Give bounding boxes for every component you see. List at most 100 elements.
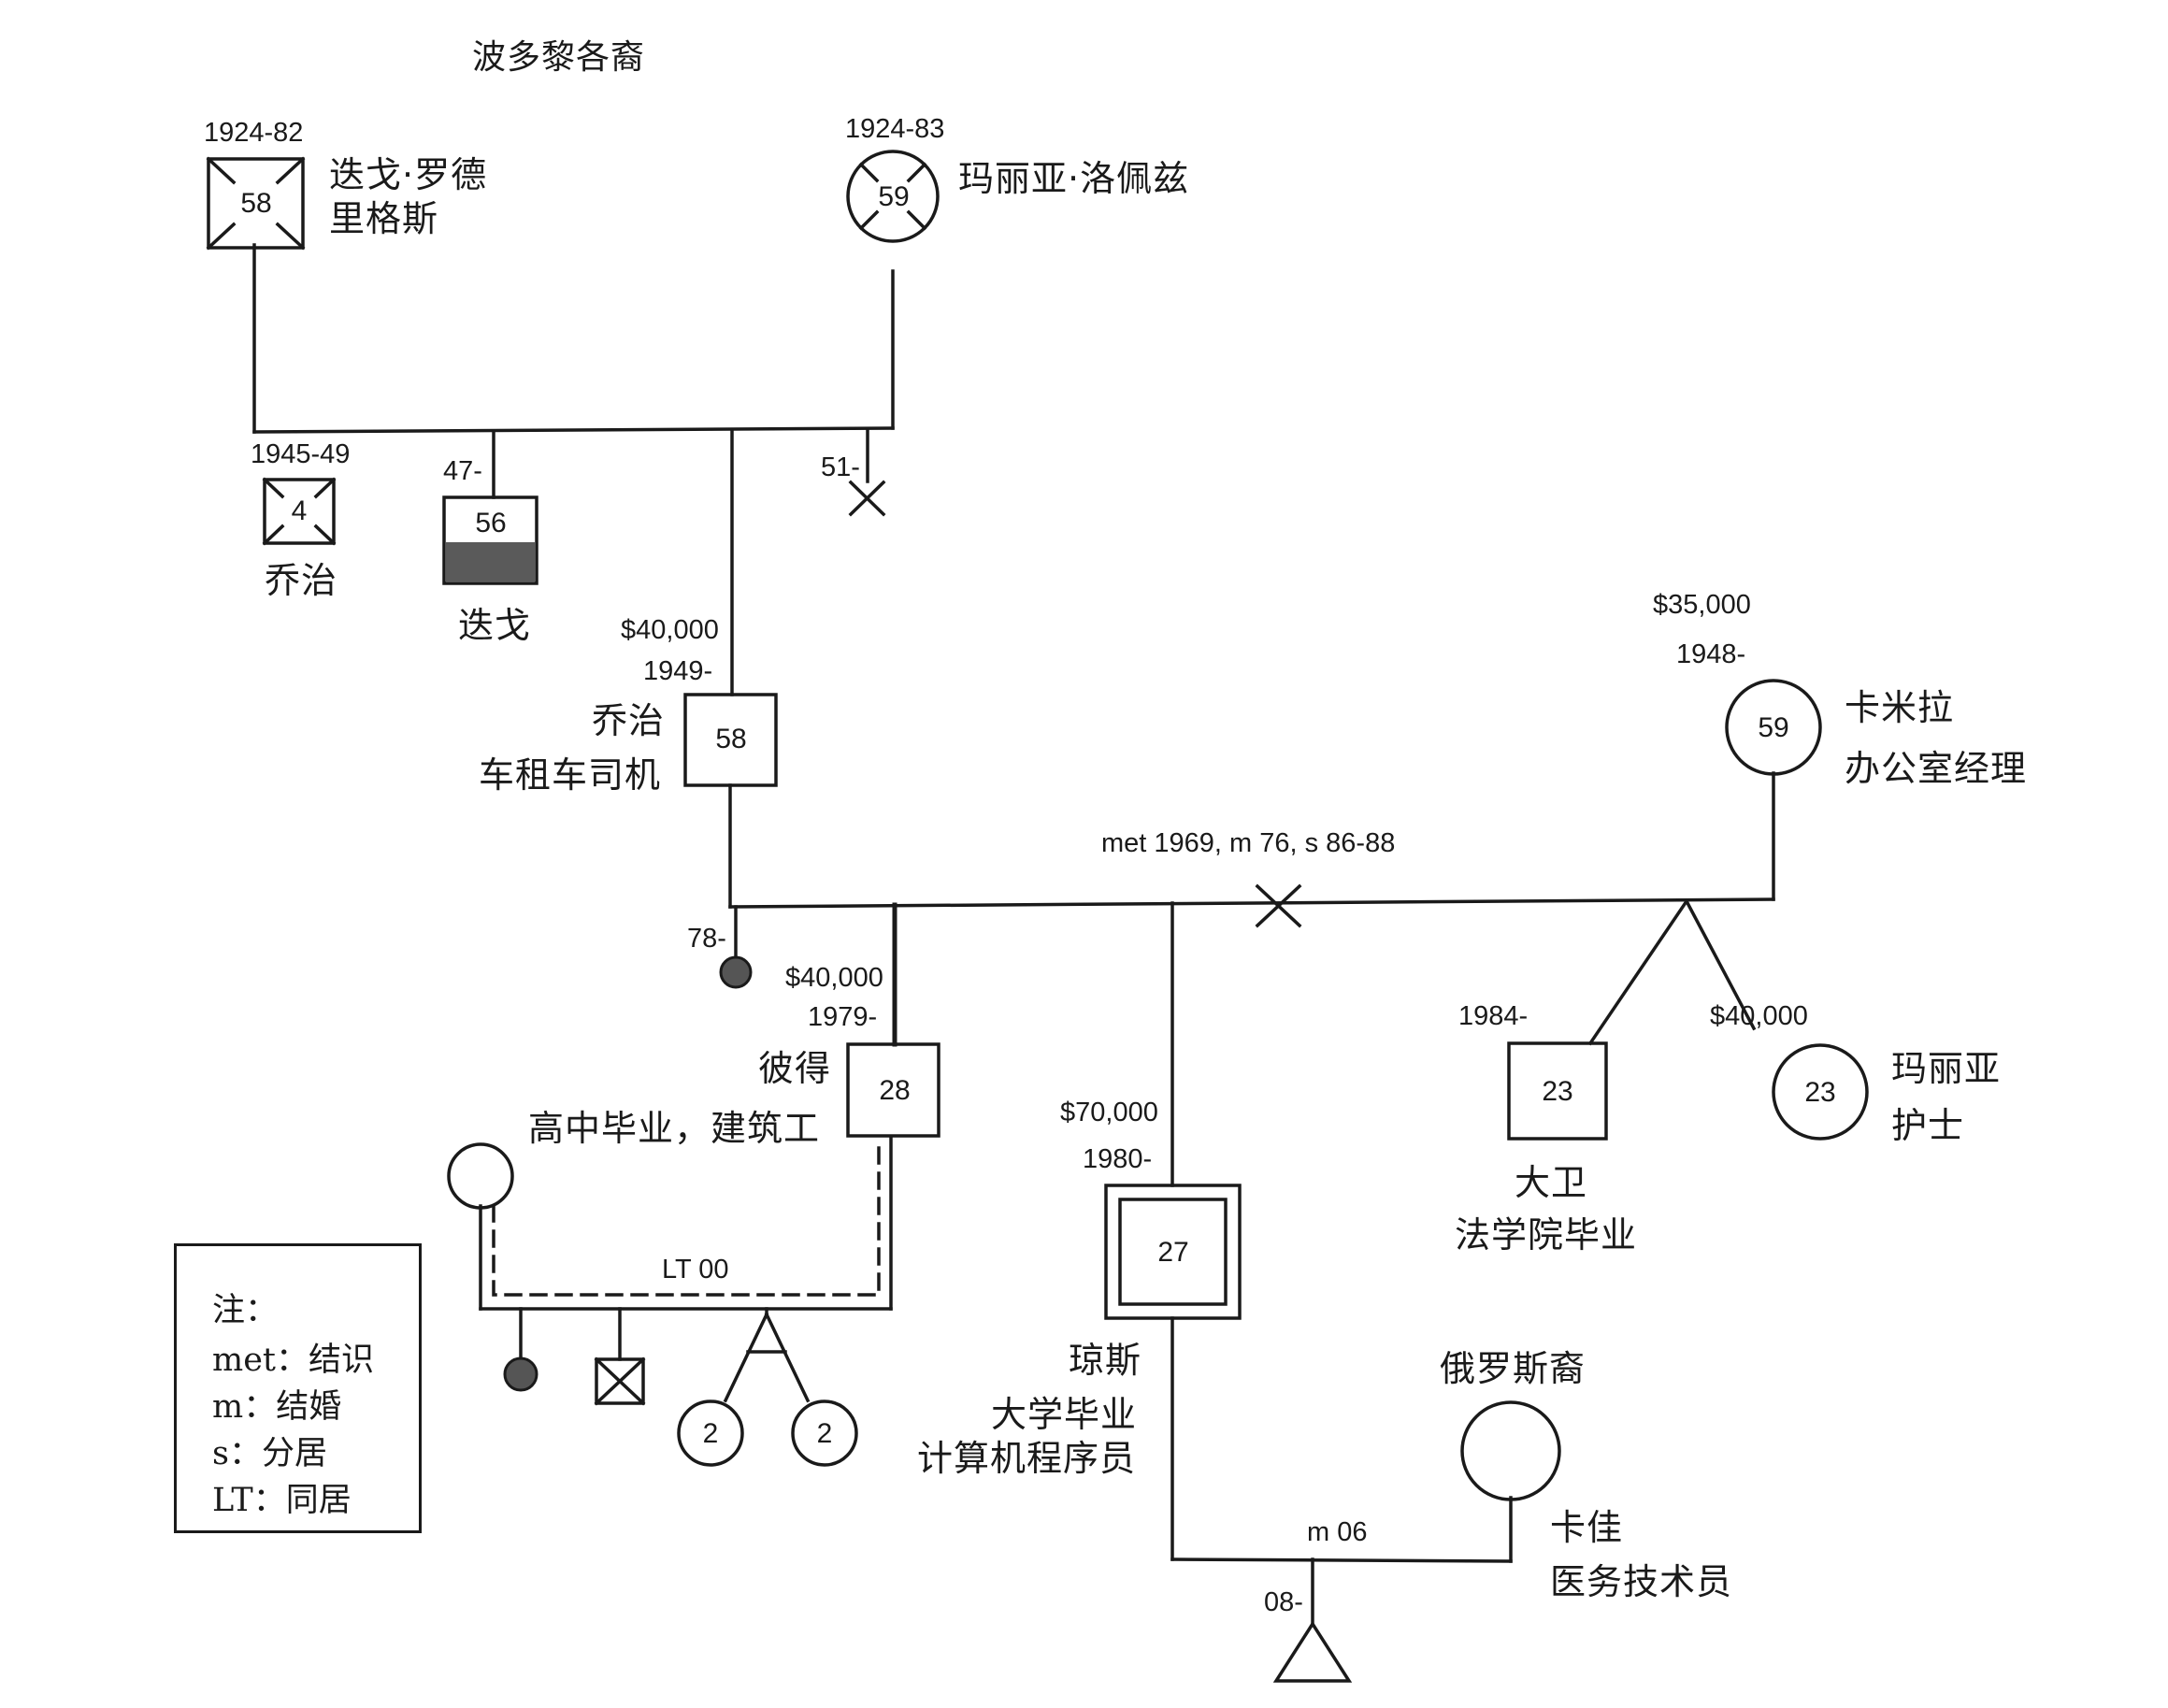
grandfather-name-line2: 里格斯: [329, 198, 439, 239]
twins-fork-right: [1684, 898, 1757, 1031]
legend-box: 注： met：结识 m：结婚 s：分居 LT：同居: [174, 1243, 422, 1533]
maria-daughter-income: $40,000: [1710, 1001, 1808, 1031]
jones-income: $70,000: [1060, 1098, 1158, 1127]
george-father-occupation: 车租车司机: [479, 754, 662, 796]
george-father-income: $40,000: [621, 615, 719, 645]
grandmother-age: 59: [878, 181, 910, 212]
peter-twin-b-age: 2: [816, 1418, 833, 1449]
peter-twin-b-symbol: [791, 1399, 858, 1467]
george-child-age: 4: [291, 495, 308, 526]
legend-sep: ：: [243, 1388, 277, 1426]
grandfather-years: 1924-82: [204, 118, 304, 148]
george-child-deceased-mark-a: [262, 477, 285, 499]
grandfather-age: 58: [240, 188, 272, 219]
david-symbol: [1507, 1041, 1608, 1141]
george-father-years: 1949-: [643, 656, 713, 686]
kaja-ethnicity: 俄罗斯裔: [1440, 1348, 1587, 1389]
diego-son-years: 47-: [443, 456, 482, 486]
grandmother-deceased-mark-a: [858, 162, 880, 183]
peter-twin-a-age: 2: [702, 1418, 719, 1449]
maria-daughter-name: 玛丽亚: [1891, 1048, 2002, 1089]
jones-outer-symbol: [1104, 1184, 1242, 1320]
grandmother-name: 玛丽亚·洛佩兹: [958, 158, 1190, 199]
peter-child-deceased-symbol: [595, 1357, 645, 1405]
ethnicity-title: 波多黎各裔: [472, 38, 646, 77]
george-child-deceased-mark-b: [313, 477, 337, 499]
peter-occupation: 高中毕业，建筑工: [528, 1108, 821, 1149]
legend-sep: ：: [252, 1482, 286, 1519]
peter-twin-a-symbol: [677, 1399, 744, 1467]
legend-item-s: s：分居: [212, 1427, 327, 1474]
grandparents-sibship-line: [252, 426, 895, 434]
grandfather-name-line1: 迭戈·罗德: [329, 154, 488, 195]
grandfather-deceased-mark-a: [206, 156, 237, 185]
peter-pregnancy-loss-symbol: [503, 1356, 538, 1392]
grandmother-years: 1924-83: [845, 114, 945, 144]
peter-symbol: [846, 1042, 940, 1138]
peter-name: 彼得: [758, 1048, 832, 1089]
jones-kaja-relationship-label: m 06: [1307, 1517, 1368, 1547]
grandmother-deceased-mark-d: [906, 209, 927, 231]
george-father-name: 乔治: [592, 700, 666, 741]
camila-years: 1948-: [1676, 639, 1746, 669]
parents-relationship-label: met 1969, m 76, s 86-88: [1101, 828, 1396, 858]
george-child-deceased-mark-c: [262, 524, 285, 546]
maria-daughter-occupation: 护士: [1891, 1105, 1965, 1146]
legend-key: m: [212, 1388, 244, 1426]
grandfather-deceased-mark-d: [275, 222, 306, 251]
kaja-occupation: 医务技术员: [1550, 1561, 1733, 1602]
legend-sep: ：: [228, 1435, 262, 1472]
legend-sep: ：: [275, 1342, 309, 1379]
diego-son-name: 迭戈: [458, 605, 532, 646]
camila-income: $35,000: [1653, 590, 1751, 620]
jones-symbol: [1118, 1198, 1228, 1306]
george-father-age: 58: [715, 724, 747, 754]
grandmother-symbol: [846, 150, 940, 243]
george-child-years: 1945-49: [251, 439, 351, 469]
grandfather-symbol: [207, 157, 305, 250]
grandfather-deceased-mark-b: [275, 156, 306, 185]
george-child-deceased-mark-d: [313, 524, 337, 546]
diego-son-symbol: [442, 495, 538, 585]
grandmother-deceased-mark-b: [906, 162, 927, 183]
david-age: 23: [1542, 1076, 1573, 1107]
cohabitation-dashed-line: [492, 1141, 881, 1297]
legend-item-lt: LT：同居: [212, 1473, 352, 1521]
david-name: 大卫: [1515, 1162, 1588, 1203]
camila-occupation: 办公室经理: [1845, 748, 2028, 789]
peter-twins-fork-right: [764, 1312, 811, 1403]
legend-key: met: [212, 1342, 276, 1379]
david-years: 1984-: [1458, 1001, 1529, 1031]
jones-kaja-marriage-line: [1170, 1557, 1513, 1563]
legend-key: s: [212, 1435, 229, 1472]
jones-age: 27: [1157, 1237, 1189, 1268]
kaja-name: 卡佳: [1550, 1507, 1624, 1548]
camila-age: 59: [1758, 712, 1789, 743]
pregnancy-loss-symbol: [719, 955, 753, 989]
george-child-name: 乔治: [265, 560, 338, 601]
peter-years: 1979-: [808, 1002, 878, 1032]
twins-fork-left: [1587, 898, 1689, 1046]
peter-partner-symbol: [447, 1142, 514, 1210]
peter-age: 28: [879, 1075, 911, 1106]
grandfather-deceased-mark-c: [206, 222, 237, 251]
jones-name: 琼斯: [1069, 1340, 1142, 1381]
legend-key: LT: [212, 1482, 253, 1519]
legend-value: 分居: [261, 1435, 327, 1472]
jones-occupation: 计算机程序员: [917, 1438, 1137, 1479]
legend-value: 结婚: [276, 1388, 342, 1426]
peter-twins-fork-left: [723, 1312, 769, 1403]
peter-child-deceased-mark-b: [594, 1356, 646, 1406]
george-child-symbol: [263, 478, 336, 545]
cohabitation-label: LT 00: [662, 1255, 729, 1285]
jones-education: 大学毕业: [991, 1394, 1138, 1435]
diego-son-shading: [446, 542, 535, 581]
grandmother-deceased-mark-c: [858, 209, 880, 231]
david-education: 法学院毕业: [1455, 1214, 1638, 1256]
parents-marriage-line: [728, 897, 1775, 909]
legend-item-m: m：结婚: [212, 1380, 341, 1428]
camila-symbol: [1725, 679, 1822, 776]
separation-mark-b: [1255, 883, 1302, 928]
diego-son-age: 56: [475, 508, 507, 538]
